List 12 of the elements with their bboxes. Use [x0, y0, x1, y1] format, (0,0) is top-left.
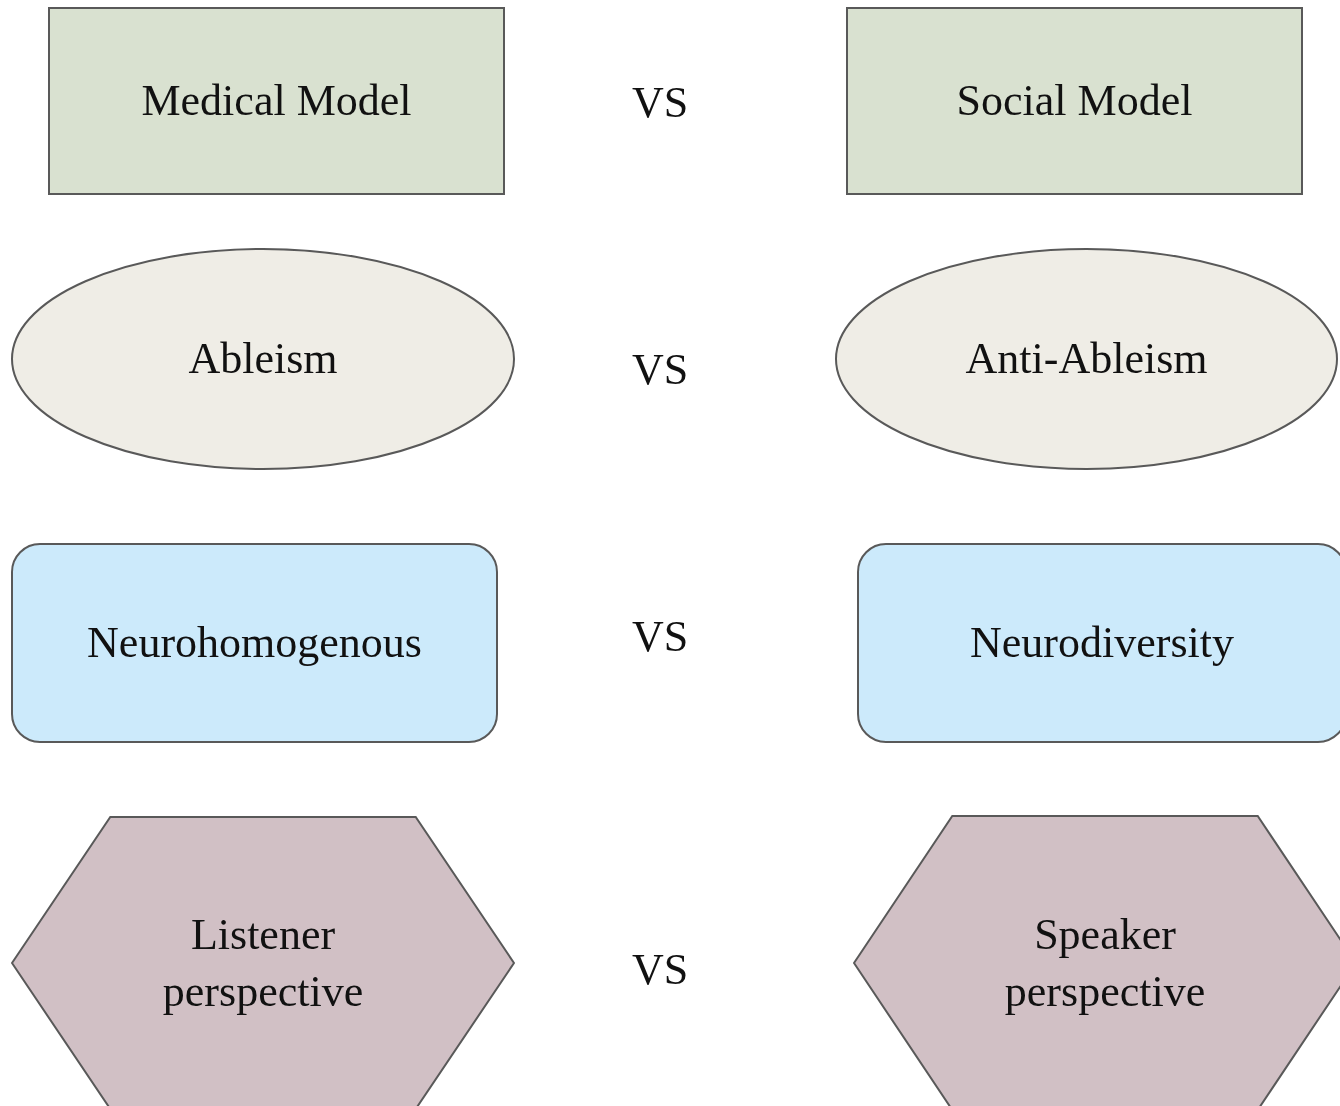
node-label: Medical Model — [141, 75, 412, 128]
node-label: Anti-Ableism — [965, 333, 1208, 386]
node-label: Neurohomogenous — [87, 617, 422, 670]
versus-label: VS — [631, 948, 689, 992]
node-label: Speaker perspective — [1003, 908, 1207, 1018]
node-label: Social Model — [956, 75, 1193, 128]
versus-label: VS — [631, 81, 689, 125]
node-label: Ableism — [188, 333, 338, 386]
versus-label: VS — [631, 615, 689, 659]
versus-label: VS — [631, 348, 689, 392]
node-label: Listener perspective — [161, 908, 365, 1018]
node-label: Neurodiversity — [970, 617, 1234, 670]
